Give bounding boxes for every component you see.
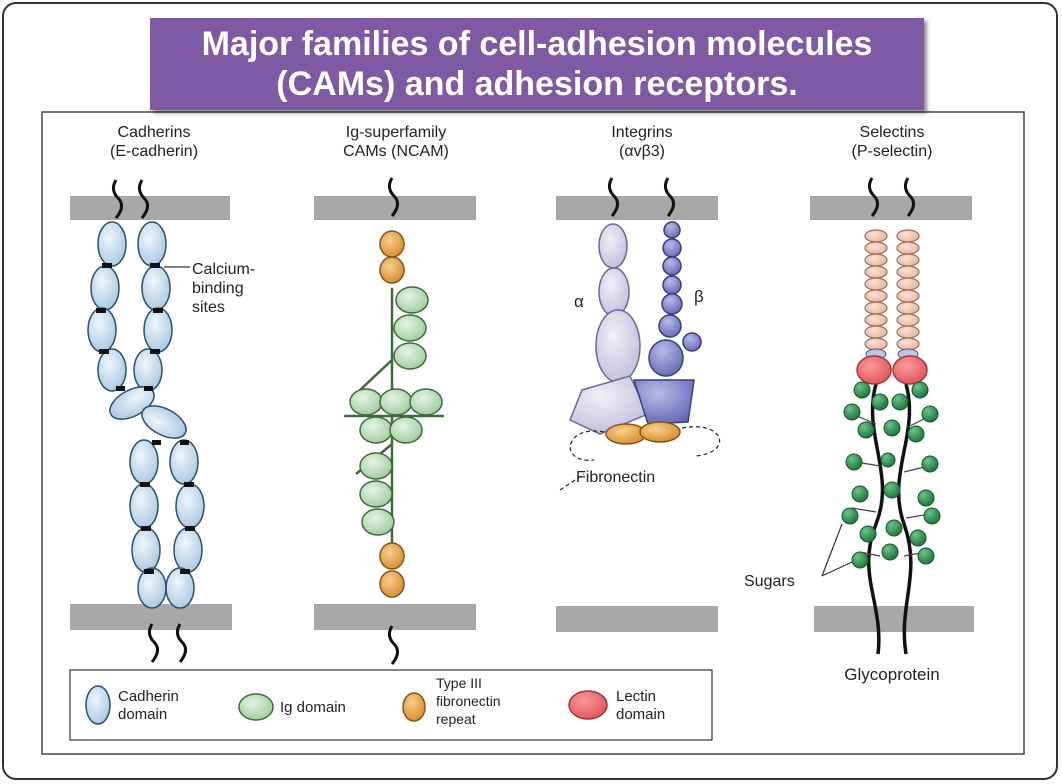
legend-fibronectin-line1: Type III	[436, 675, 482, 691]
membrane-bottom-selectin	[814, 606, 974, 632]
cadherins-example: (E-cadherin)	[110, 143, 198, 160]
integrin-molecule	[559, 177, 721, 491]
calcium-label-line2: binding	[192, 280, 244, 297]
calcium-label-line1: Calcium-	[192, 261, 255, 278]
legend-cadherin-swatch	[85, 685, 111, 725]
membrane-top-cadherin	[70, 196, 230, 220]
membrane-bottom-integrin	[556, 606, 718, 632]
membrane-bottom-ig	[314, 604, 476, 630]
cam-diagram: Cadherins (E-cadherin) Ig-superfamily CA…	[41, 111, 1025, 755]
legend-box	[69, 669, 713, 741]
selectins-example: (P-selectin)	[852, 143, 933, 160]
legend-cadherin-line2: domain	[118, 706, 167, 723]
legend-fibronectin-line3: repeat	[436, 711, 476, 727]
ig-superfamily-example: CAMs (NCAM)	[343, 143, 449, 160]
legend-lectin-line2: domain	[616, 706, 665, 723]
cadherin-molecule	[87, 179, 205, 663]
legend-fibronectin-line2: fibronectin	[436, 693, 501, 709]
beta-subunit-label: β	[694, 287, 704, 306]
selectins-label: Selectins	[860, 124, 925, 141]
sugars-label: Sugars	[744, 573, 795, 590]
alpha-subunit-label: α	[574, 292, 584, 311]
legend-cadherin-line1: Cadherin	[118, 688, 179, 705]
legend-ig-swatch	[238, 693, 274, 721]
membrane-top-integrin	[556, 196, 718, 220]
cadherins-label: Cadherins	[118, 124, 191, 141]
integrins-label: Integrins	[611, 124, 672, 141]
title-line-2: (CAMs) and adhesion receptors.	[276, 65, 798, 103]
membrane-top-selectin	[810, 196, 972, 220]
title-line-1: Major families of cell-adhesion molecule…	[201, 25, 873, 63]
glycoprotein-label: Glycoprotein	[844, 665, 939, 684]
legend-lectin-line1: Lectin	[616, 688, 656, 705]
fibronectin-label: Fibronectin	[576, 469, 655, 486]
legend-fibronectin-swatch	[402, 692, 426, 722]
integrins-example: (αvβ3)	[619, 143, 665, 160]
title-banner: Major families of cell-adhesion molecule…	[150, 18, 924, 110]
legend: Cadherin domain Ig domain Type III fibro…	[69, 669, 713, 741]
ncam-molecule	[344, 177, 444, 665]
legend-lectin-swatch	[568, 690, 608, 720]
calcium-label-line3: sites	[192, 299, 225, 316]
legend-ig-label: Ig domain	[280, 699, 346, 716]
ig-superfamily-label: Ig-superfamily	[346, 124, 446, 141]
membrane-top-ig	[314, 196, 476, 220]
selectin-molecule	[821, 177, 941, 655]
